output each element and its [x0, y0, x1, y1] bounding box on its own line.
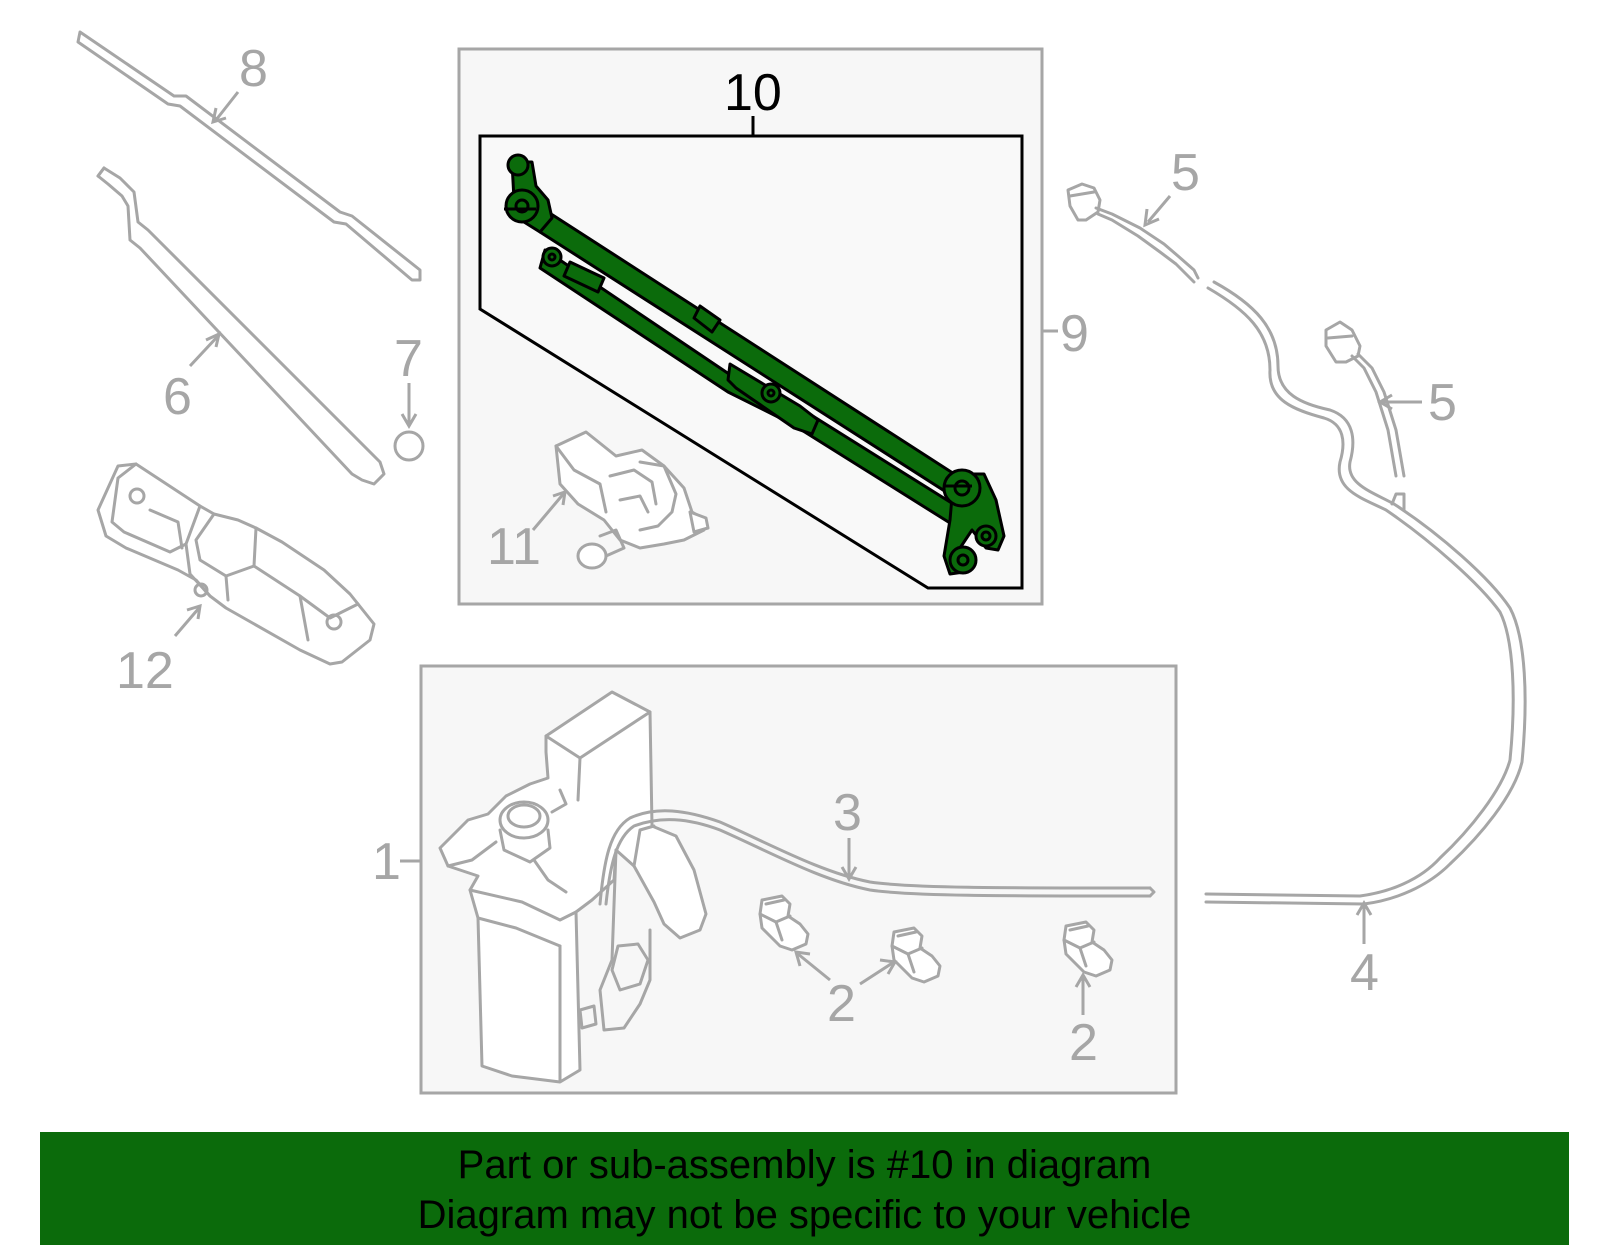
cowl-bracket-part-12[interactable]: [96, 462, 376, 666]
callout-10: 10: [724, 64, 782, 122]
callout-11: 11: [487, 518, 541, 576]
wiper-arm-part-6[interactable]: [96, 166, 386, 486]
wiper-linkage-part-10[interactable]: [504, 153, 1006, 576]
callout-12: 12: [116, 642, 174, 700]
washer-reservoir-part-1[interactable]: [438, 690, 708, 1084]
callout-3: 3: [833, 784, 862, 842]
hose-clip-part-2a[interactable]: [758, 894, 810, 952]
washer-nozzle-part-5b[interactable]: [1324, 320, 1406, 478]
callout-5a: 5: [1171, 144, 1200, 202]
callout-9: 9: [1060, 305, 1089, 363]
callout-8: 8: [239, 40, 268, 98]
hose-clip-part-2b[interactable]: [890, 926, 942, 984]
callout-7: 7: [394, 330, 423, 388]
callout-4: 4: [1350, 944, 1379, 1002]
hose-clip-part-2c[interactable]: [1062, 920, 1114, 978]
callout-5b: 5: [1428, 374, 1457, 432]
callout-2b: 2: [1069, 1014, 1098, 1072]
wiper-blade-part-8[interactable]: [76, 30, 422, 282]
callout-2a: 2: [827, 975, 856, 1033]
callout-6: 6: [163, 368, 192, 426]
info-banner: Part or sub-assembly is #10 in diagram D…: [40, 1132, 1569, 1245]
banner-line-1: Part or sub-assembly is #10 in diagram: [457, 1143, 1152, 1187]
wiper-motor-part-11[interactable]: [554, 430, 710, 570]
washer-hose-part-4[interactable]: [1204, 280, 1527, 906]
washer-hose-part-3[interactable]: [598, 809, 1156, 906]
callout-1: 1: [372, 833, 401, 891]
washer-nozzle-part-5a[interactable]: [1066, 182, 1200, 284]
nut-part-7[interactable]: [393, 430, 425, 462]
banner-line-2: Diagram may not be specific to your vehi…: [417, 1193, 1192, 1237]
